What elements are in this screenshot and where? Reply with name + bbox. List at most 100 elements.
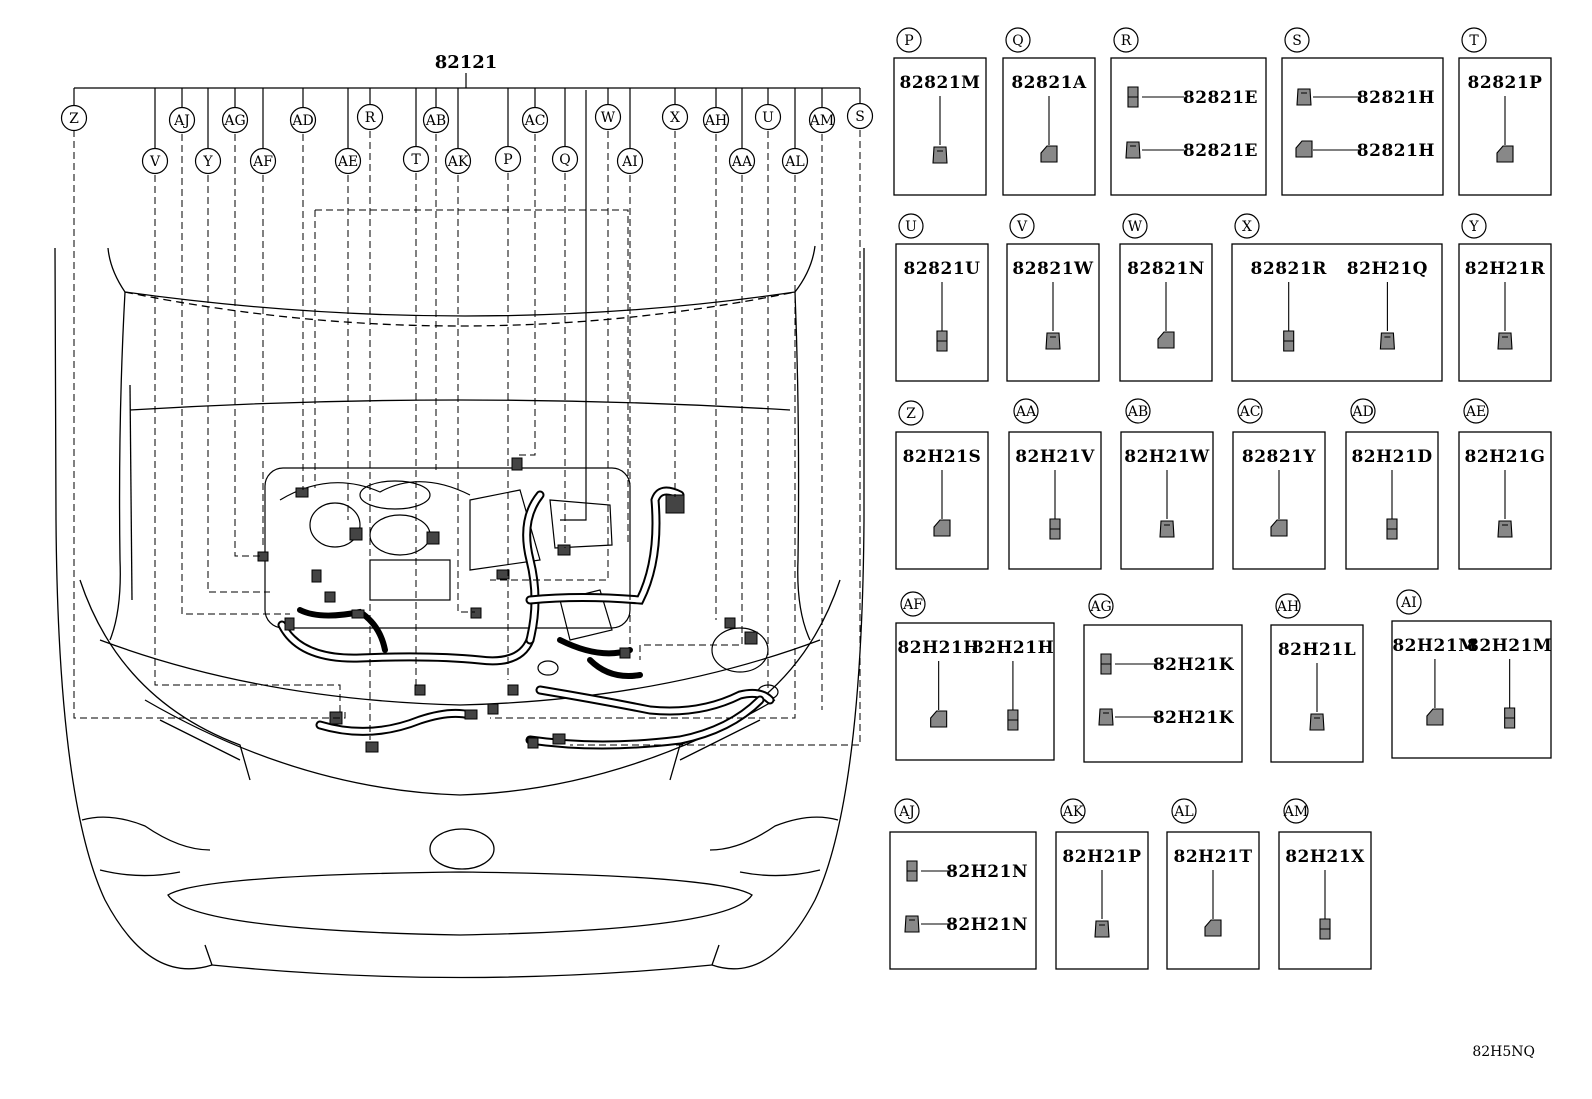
callout-label: W — [601, 110, 616, 126]
connector-illustration — [1049, 518, 1061, 540]
callout-label: AI — [621, 154, 638, 170]
callout-ah: AH — [702, 106, 730, 134]
detail-box-key: P — [904, 33, 913, 49]
callout-label: AL — [784, 154, 804, 170]
detail-box-key: AH — [1276, 599, 1299, 615]
part-number-label: 82H21D — [1351, 447, 1432, 467]
detail-box-callout-circle — [898, 213, 924, 239]
callout-label: AA — [731, 154, 753, 170]
part-number-label: 82821Y — [1242, 447, 1317, 467]
part-number-label: 82H21M — [1392, 636, 1477, 656]
detail-box-key: Z — [906, 406, 916, 422]
part-number-label: 82H21H — [972, 638, 1054, 658]
detail-box-callout-circle — [1283, 798, 1309, 824]
callout-x: X — [661, 103, 689, 131]
main-assembly-part-number: 82121 — [435, 52, 498, 73]
part-number-label: 82821N — [1127, 259, 1205, 279]
detail-box-callout-circle — [1113, 27, 1139, 53]
callout-label: R — [365, 110, 376, 126]
connector-illustration — [1426, 708, 1444, 726]
callout-circle — [444, 147, 472, 175]
connector-illustration — [1157, 331, 1175, 349]
callout-circle — [422, 106, 450, 134]
part-number-label: 82H21Q — [1347, 259, 1428, 279]
connector-illustration — [1100, 653, 1112, 675]
callout-ad: AD — [289, 106, 317, 134]
connector-illustration — [933, 519, 951, 537]
part-number-label: 82821H — [1357, 141, 1435, 161]
engine-bay — [264, 467, 779, 700]
callout-circle — [551, 145, 579, 173]
callout-circle — [846, 102, 874, 130]
callout-w: W — [594, 103, 622, 131]
callout-af: AF — [249, 147, 277, 175]
detail-box-frame — [1166, 831, 1260, 970]
callout-ae: AE — [334, 147, 362, 175]
connector-illustration — [1007, 709, 1019, 731]
callout-circle — [754, 103, 782, 131]
harness-feed-line — [560, 90, 587, 521]
connector-illustration — [1125, 141, 1141, 159]
callout-y: Y — [194, 147, 222, 175]
detail-box-callout-circle — [1013, 398, 1039, 424]
callout-circle — [249, 147, 277, 175]
detail-box-callout-circle — [1234, 213, 1260, 239]
detail-box-frame — [889, 831, 1037, 970]
callout-label: V — [149, 154, 161, 170]
connector-illustration — [936, 330, 948, 352]
detail-box-callout-circle — [1275, 593, 1301, 619]
part-number-label: 82H21N — [946, 915, 1028, 935]
callout-bracket — [73, 73, 861, 149]
detail-box-key: AI — [1400, 595, 1417, 611]
callout-ac: AC — [521, 106, 549, 134]
callout-label: Z — [69, 111, 79, 127]
detail-box-frame — [1270, 624, 1364, 763]
callout-label: AD — [291, 113, 313, 129]
callout-s: S — [846, 102, 874, 130]
detail-box-key: AB — [1127, 404, 1148, 420]
callout-label: Q — [559, 152, 570, 168]
wire-harness-bundles — [277, 486, 775, 750]
part-number-label: 82821R — [1251, 259, 1328, 279]
detail-box-q: Q 82821A — [1002, 27, 1096, 196]
callout-p: P — [494, 145, 522, 173]
detail-box-frame — [895, 431, 989, 570]
detail-box-key: AJ — [898, 804, 915, 820]
detail-box-key: S — [1292, 33, 1302, 49]
callout-label: AF — [252, 154, 273, 170]
callout-circle — [402, 145, 430, 173]
detail-box-key: W — [1128, 219, 1143, 235]
part-number-label: 82H21M — [1467, 636, 1552, 656]
detail-box-key: AE — [1465, 404, 1486, 420]
connector-illustration — [1098, 708, 1114, 726]
part-number-label: 82821A — [1011, 73, 1087, 93]
diagram-code: 82H5NQ — [1472, 1044, 1535, 1060]
detail-box-frame — [1458, 431, 1552, 570]
callout-al: AL — [781, 147, 809, 175]
connector-illustration — [1386, 518, 1398, 540]
part-number-label: 82821E — [1183, 141, 1258, 161]
part-number-label: 82H21W — [1124, 447, 1210, 467]
part-number-label: 82821P — [1468, 73, 1543, 93]
detail-box-frame — [893, 57, 987, 196]
callout-label: AJ — [173, 113, 190, 129]
part-number-label: 82H21X — [1285, 847, 1365, 867]
callout-q: Q — [551, 145, 579, 173]
detail-box-key: AF — [902, 597, 923, 613]
detail-box-frame — [1055, 831, 1149, 970]
harness-connectors — [257, 457, 758, 753]
detail-box-key: U — [905, 219, 917, 235]
detail-box-key: Q — [1012, 33, 1023, 49]
connector-illustration — [1379, 332, 1395, 350]
